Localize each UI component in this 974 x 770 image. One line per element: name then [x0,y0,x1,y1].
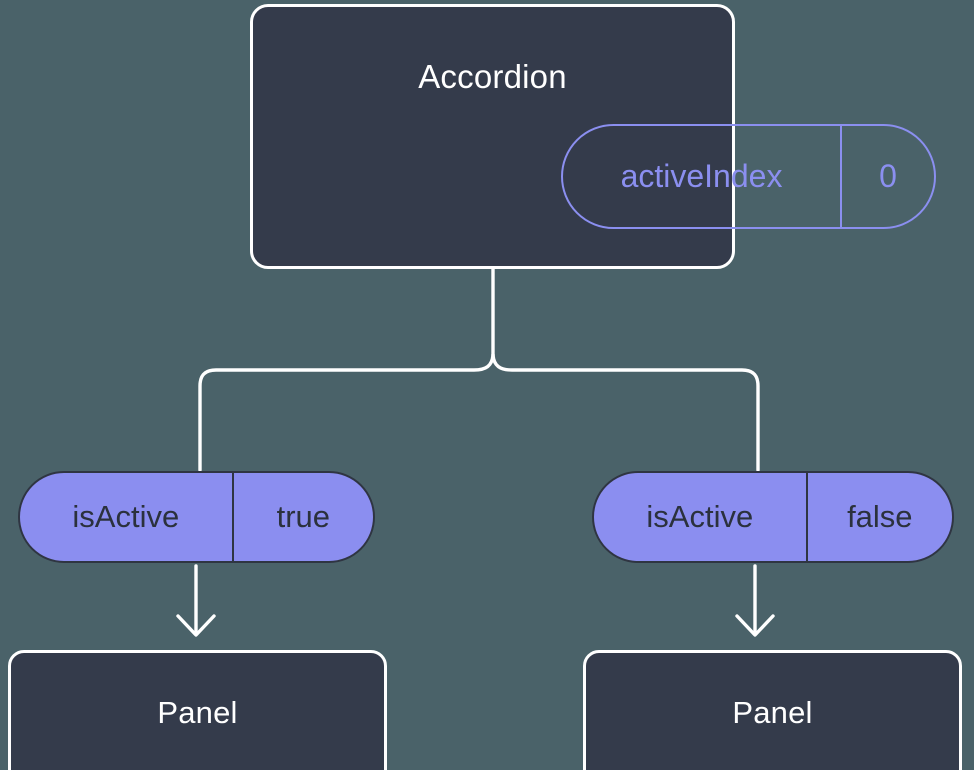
panel-node-left[interactable]: Panel [8,650,387,770]
is-active-prop-value-left: true [231,473,373,561]
connector-arrow-right-head [735,614,775,637]
is-active-prop-key-left: isActive [72,499,180,534]
is-active-prop-pill-left[interactable]: isActive true [18,471,375,563]
connector-arrow-left-head [176,614,216,637]
accordion-node[interactable]: Accordion activeIndex 0 [250,4,936,269]
is-active-prop-key-right: isActive [646,499,754,534]
accordion-title: Accordion [418,58,567,95]
is-active-prop-value-right: false [805,473,952,561]
active-index-prop-key: activeIndex [620,158,783,194]
active-index-prop-pill[interactable]: activeIndex 0 [561,124,936,229]
panel-title-left: Panel [157,695,238,730]
connector-branch-left [198,353,495,472]
panel-node-right[interactable]: Panel [583,650,962,770]
active-index-prop-value: 0 [840,126,934,227]
panel-title-right: Panel [732,695,813,730]
connector-branch-right [491,353,760,472]
is-active-prop-pill-right[interactable]: isActive false [592,471,954,563]
